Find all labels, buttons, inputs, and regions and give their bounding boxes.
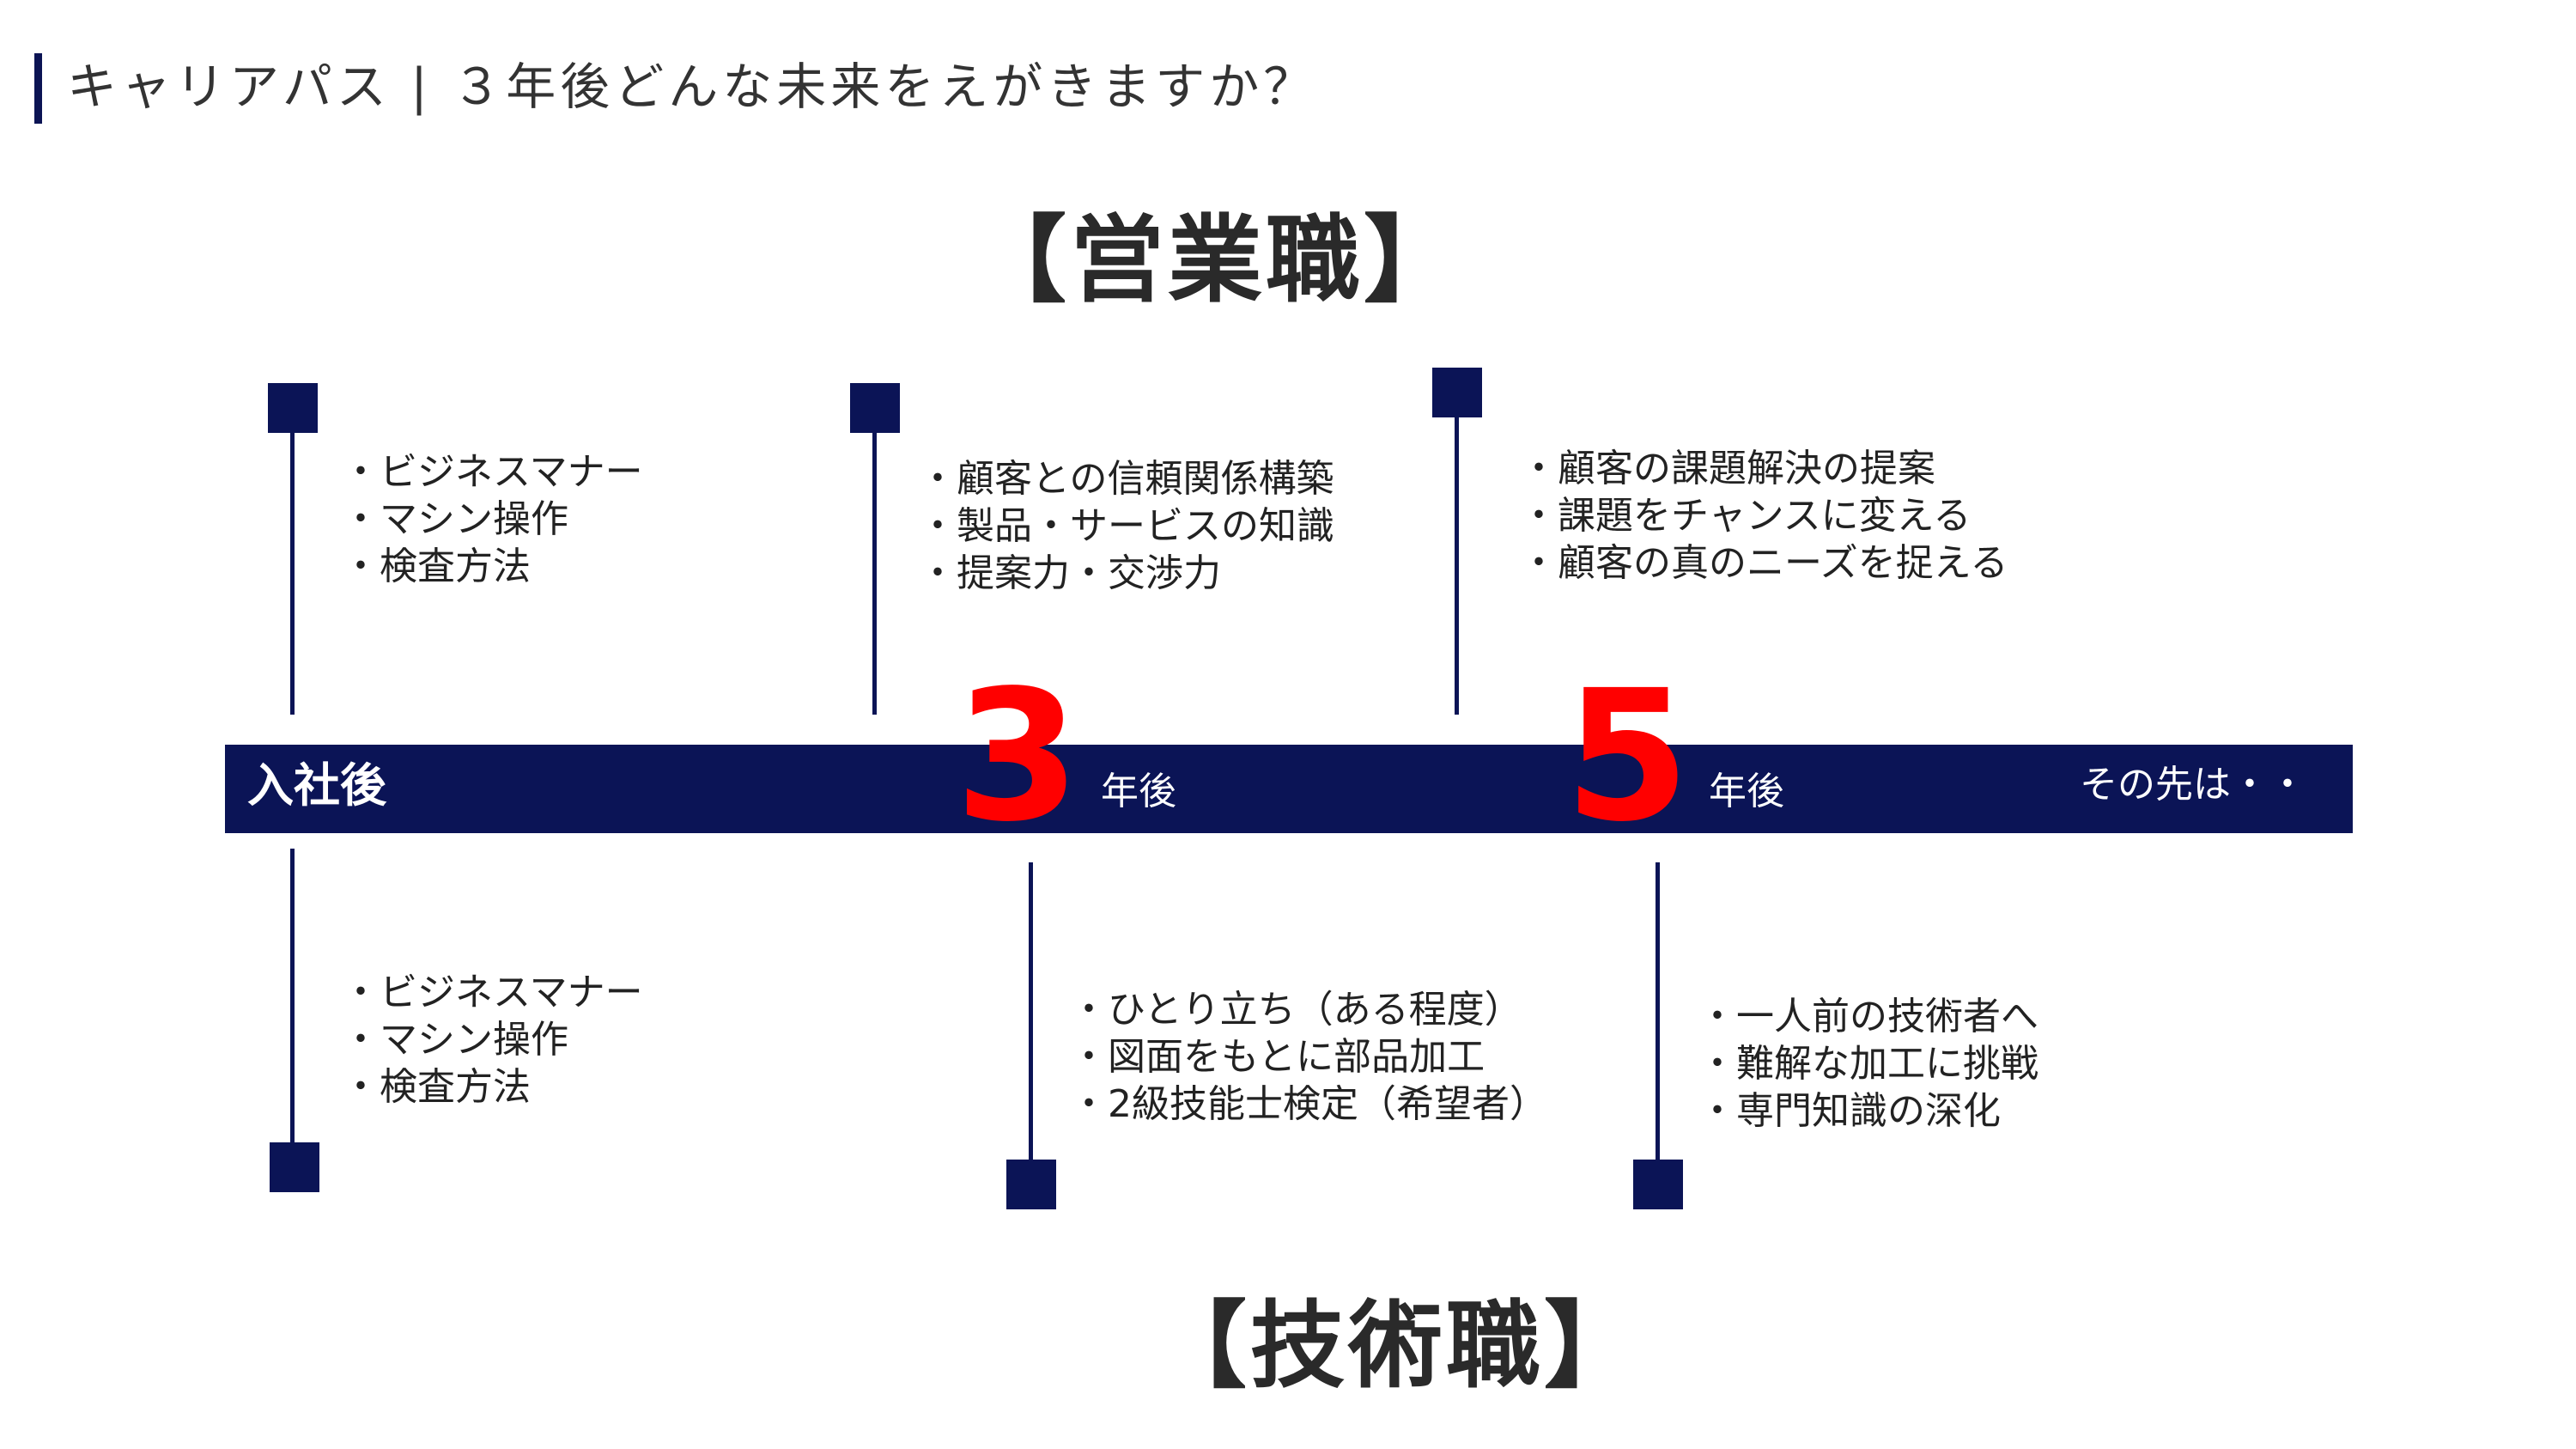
list-item: ・図面をもとに部品加工 — [1070, 1035, 1485, 1079]
tech-stem-3 — [1656, 862, 1660, 1161]
milestone-5-unit: 年後 — [1709, 770, 1784, 813]
milestone-5-number: 5 — [1564, 651, 1691, 861]
tech-stem-1 — [290, 849, 295, 1144]
sales-list-2: ・顧客との信頼関係構築 ・製品・サービスの知識 ・提案力・交渉力 — [919, 455, 1334, 597]
timeline-bar — [225, 745, 2353, 833]
list-item: ・顧客との信頼関係構築 — [919, 457, 1334, 501]
sales-stem-3 — [1455, 414, 1459, 715]
list-item: ・難解な加工に挑戦 — [1698, 1042, 2038, 1086]
list-item: ・一人前の技術者へ — [1698, 995, 2038, 1038]
list-item: ・課題をチャンスに変える — [1520, 494, 1971, 538]
sales-heading: 【営業職】 — [972, 205, 1461, 315]
timeline-start-label: 入社後 — [247, 758, 386, 813]
list-item: ・顧客の真のニーズを捉える — [1520, 541, 2008, 585]
list-item: ・検査方法 — [342, 545, 531, 588]
tech-list-3: ・一人前の技術者へ ・難解な加工に挑戦 ・専門知識の深化 — [1698, 993, 2038, 1135]
tech-stem-2 — [1029, 862, 1033, 1161]
tech-marker-3 — [1633, 1160, 1683, 1209]
sales-stem-2 — [872, 429, 877, 715]
title-accent-bar — [34, 53, 42, 124]
sales-list-1: ・ビジネスマナー ・マシン操作 ・検査方法 — [342, 448, 643, 590]
tech-marker-1 — [270, 1142, 319, 1192]
sales-marker-3 — [1432, 368, 1482, 417]
list-item: ・製品・サービスの知識 — [919, 504, 1334, 548]
list-item: ・2級技能士検定（希望者） — [1070, 1082, 1547, 1126]
list-item: ・専門知識の深化 — [1698, 1089, 2001, 1133]
list-item: ・マシン操作 — [342, 1018, 568, 1062]
technical-heading: 【技術職】 — [1152, 1291, 1642, 1401]
list-item: ・マシン操作 — [342, 497, 568, 541]
list-item: ・ビジネスマナー — [342, 971, 643, 1014]
tech-marker-2 — [1006, 1160, 1056, 1209]
sales-stem-1 — [290, 429, 295, 715]
sales-list-3: ・顧客の課題解決の提案 ・課題をチャンスに変える ・顧客の真のニーズを捉える — [1520, 445, 2008, 587]
list-item: ・ひとり立ち（ある程度） — [1070, 988, 1522, 1032]
milestone-3-number: 3 — [955, 651, 1081, 861]
sales-marker-2 — [850, 383, 900, 433]
list-item: ・顧客の課題解決の提案 — [1520, 447, 1935, 490]
milestone-3-unit: 年後 — [1101, 770, 1176, 813]
slide-title: キャリアパス | ３年後どんな未来をえがきますか？ — [67, 58, 1318, 116]
timeline-end-label: その先は・・ — [2080, 763, 2306, 807]
list-item: ・ビジネスマナー — [342, 450, 643, 494]
tech-list-2: ・ひとり立ち（ある程度） ・図面をもとに部品加工 ・2級技能士検定（希望者） — [1070, 986, 1547, 1128]
list-item: ・検査方法 — [342, 1065, 531, 1109]
sales-marker-1 — [268, 383, 318, 433]
tech-list-1: ・ビジネスマナー ・マシン操作 ・検査方法 — [342, 969, 643, 1111]
list-item: ・提案力・交渉力 — [919, 551, 1221, 595]
